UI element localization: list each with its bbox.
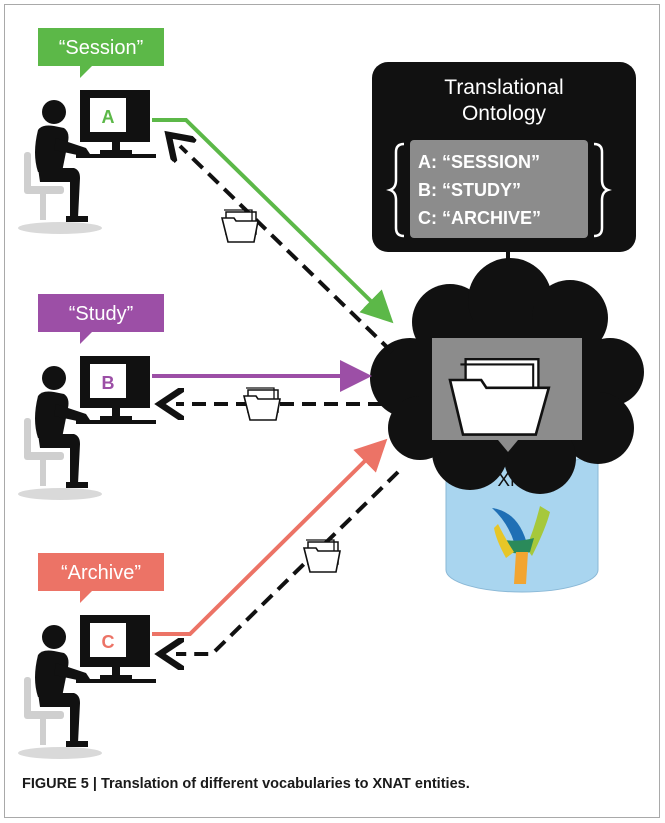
left-brace [386, 142, 405, 238]
ontology-entry-a: A: “SESSION” [418, 152, 540, 172]
callout-study-box [38, 294, 164, 332]
ontology-mapping-box [410, 140, 588, 238]
callout-archive: “Archive” [38, 553, 164, 603]
xnat-logo-icon [492, 506, 550, 584]
ontology-title-line1: Translational [444, 76, 563, 99]
arrow-xnat-to-archive [176, 470, 400, 654]
callout-archive-label: “Archive” [61, 562, 141, 584]
ontology-entry-c: C: “ARCHIVE” [418, 208, 541, 228]
arrow-xnat-to-session [180, 146, 394, 354]
translational-ontology: Translational Ontology A: “SESSION” B: “… [372, 62, 636, 252]
folder-icon [303, 539, 341, 573]
folder-icon [243, 387, 281, 421]
ontology-entry-b: B: “STUDY” [418, 180, 521, 200]
cloud-shape [370, 258, 644, 494]
folder-icon [221, 209, 259, 243]
right-brace [593, 142, 612, 238]
arrow-archive-to-xnat [152, 438, 388, 636]
monitor-c-letter: C [102, 632, 115, 652]
callout-study: “Study” [38, 294, 164, 344]
ontology-title-line2: Ontology [462, 102, 547, 125]
user-a: A [18, 90, 156, 234]
user-c: C [18, 615, 156, 759]
folder-icon [448, 358, 551, 436]
monitor-a-letter: A [102, 107, 115, 127]
callout-study-label: “Study” [69, 303, 133, 325]
monitor-b-letter: B [102, 373, 115, 393]
arrow-session-to-xnat [152, 118, 394, 324]
callout-session: “Session” [38, 28, 164, 78]
callout-session-box [38, 28, 164, 66]
user-b: B [18, 356, 156, 500]
figure-caption: FIGURE 5 | Translation of different voca… [22, 776, 470, 792]
callout-session-label: “Session” [59, 37, 143, 59]
callout-archive-box [38, 553, 164, 591]
